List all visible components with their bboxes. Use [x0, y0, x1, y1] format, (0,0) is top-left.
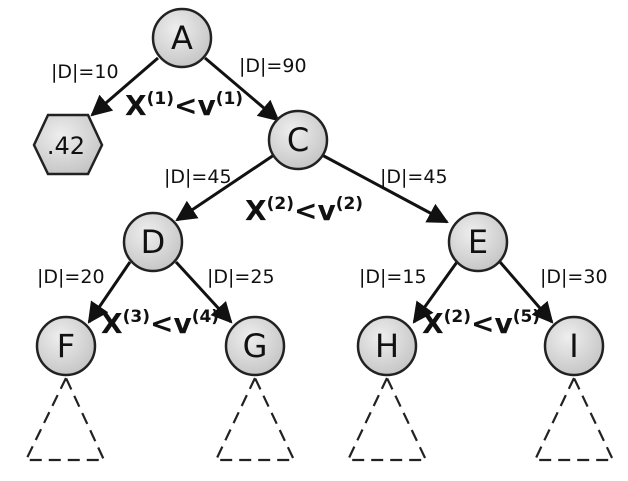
- edge-c-d: [175, 153, 275, 222]
- node-e-label: E: [468, 223, 488, 261]
- edge-label-e-i: |D|=30: [540, 266, 608, 288]
- leaf-node: .42: [32, 113, 104, 176]
- edge-label-d-f: |D|=20: [37, 266, 105, 288]
- edge-label-a-c: |D|=90: [239, 55, 307, 77]
- edge-label-a-leaf: |D|=10: [51, 61, 119, 83]
- edge-label-d-g: |D|=25: [207, 266, 275, 288]
- subtree-g: [214, 375, 296, 462]
- node-f: F: [35, 315, 97, 377]
- node-a: A: [151, 7, 213, 69]
- edge-label-c-e: |D|=45: [380, 166, 448, 188]
- edge-a-c: [204, 56, 280, 122]
- node-e: E: [447, 211, 509, 273]
- edge-e-i: [498, 261, 554, 324]
- node-c: C: [267, 109, 329, 171]
- edge-e-h: [412, 261, 459, 324]
- split-label-d: X(3)<v(4): [101, 307, 219, 340]
- edge-a-leaf: [90, 56, 159, 117]
- tree-nodes: A C D E F G H I: [35, 7, 605, 377]
- node-f-label: F: [57, 327, 75, 365]
- split-label-e: X(2)<v(5): [422, 307, 540, 340]
- node-g: G: [224, 315, 286, 377]
- subtree-i: [533, 375, 615, 462]
- edge-c-e: [321, 153, 449, 224]
- edge-labels: |D|=10 |D|=90 |D|=45 |D|=45 |D|=20 |D|=2…: [37, 55, 608, 288]
- subtree-f: [24, 375, 106, 462]
- tree-edges: [87, 56, 554, 324]
- node-i: I: [543, 315, 605, 377]
- leaf-value: .42: [47, 132, 85, 160]
- edge-label-e-h: |D|=15: [359, 266, 427, 288]
- node-i-label: I: [569, 327, 578, 365]
- node-d: D: [122, 211, 184, 273]
- node-c-label: C: [287, 121, 309, 159]
- node-a-label: A: [171, 19, 193, 57]
- node-h-label: H: [375, 327, 399, 365]
- edge-label-c-d: |D|=45: [164, 166, 232, 188]
- node-g-label: G: [243, 327, 268, 365]
- node-h: H: [356, 315, 418, 377]
- subtree-h: [346, 375, 428, 462]
- split-label-c: X(2)<v(2): [245, 194, 363, 227]
- subtree-placeholders: [24, 375, 615, 462]
- split-label-a: X(1)<v(1): [125, 89, 243, 122]
- edge-d-g: [174, 260, 233, 324]
- edge-d-f: [87, 261, 132, 324]
- split-conditions: X(1)<v(1) X(2)<v(2) X(3)<v(4) X(2)<v(5): [101, 89, 540, 340]
- node-d-label: D: [141, 223, 166, 261]
